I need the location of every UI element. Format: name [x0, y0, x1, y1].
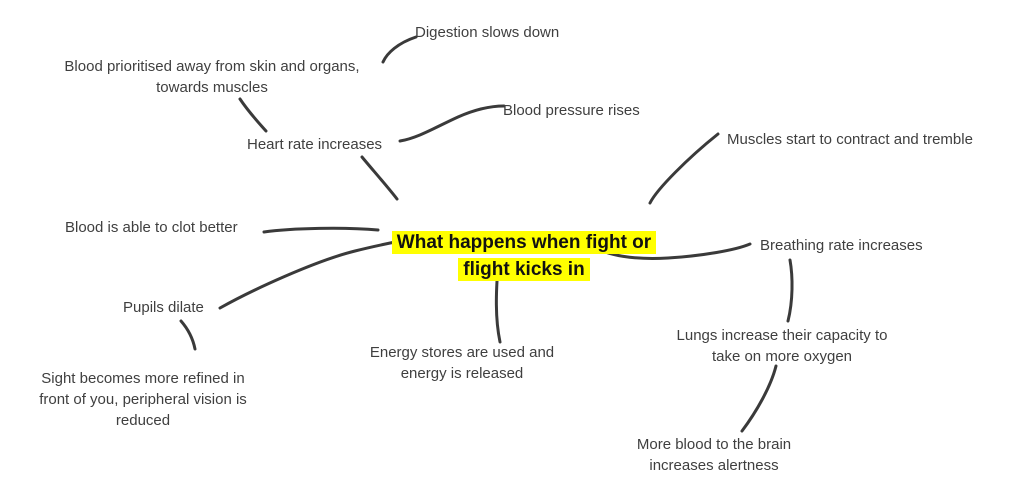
node-breathing: Breathing rate increases [760, 237, 923, 254]
node-pupils: Pupils dilate [123, 299, 204, 316]
connector-center-muscles-tremble [648, 132, 720, 205]
connector-prioritised-heart-rate [238, 97, 268, 133]
connector-prioritised-digestion [381, 35, 418, 64]
connector-center-clot [262, 226, 380, 234]
center-node: What happens when fight or flight kicks … [374, 202, 674, 283]
node-clot: Blood is able to clot better [65, 219, 238, 236]
connector-heart-rate-center [360, 155, 399, 201]
node-blood-pressure: Blood pressure rises [503, 102, 640, 119]
connector-lungs-more-blood [740, 364, 778, 433]
connector-pupils-sight [179, 319, 197, 351]
node-digestion: Digestion slows down [415, 24, 560, 41]
node-lungs: Lungs increase their capacity to take on… [676, 327, 888, 365]
node-muscles-tremble: Muscles start to contract and tremble [727, 131, 973, 148]
node-sight: Sight becomes more refined in front of y… [39, 370, 247, 429]
center-node-highlight: What happens when fight or flight kicks … [391, 231, 657, 281]
connector-heart-rate-blood-pressure [398, 104, 506, 143]
connector-center-pupils [218, 239, 402, 310]
node-blood-prioritised: Blood prioritised away from skin and org… [64, 58, 360, 96]
connector-breathing-lungs [786, 258, 794, 323]
node-heart-rate: Heart rate increases [247, 136, 383, 153]
node-energy: Energy stores are used and energy is rel… [369, 344, 555, 382]
node-more-blood: More blood to the brain increases alertn… [636, 436, 792, 474]
